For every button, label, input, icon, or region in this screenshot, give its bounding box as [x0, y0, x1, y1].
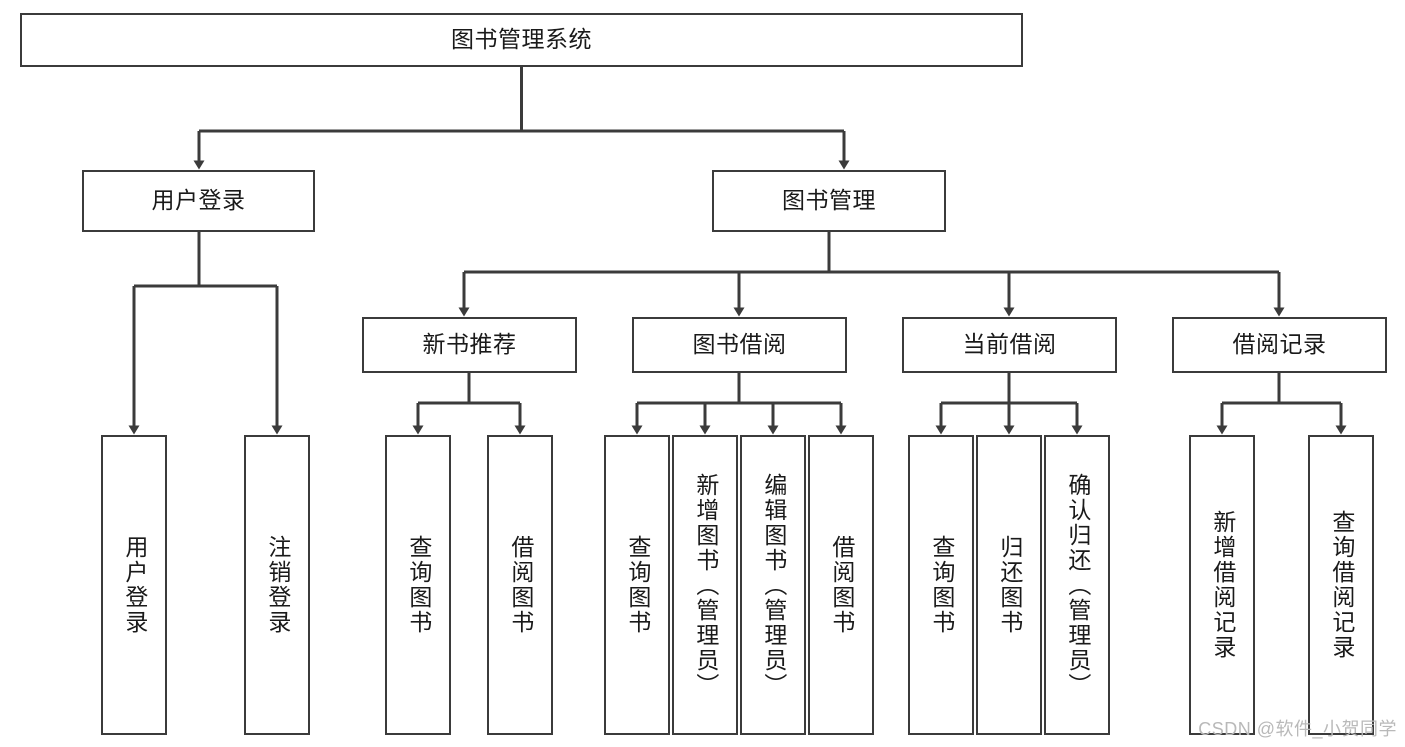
- leaf-logout[interactable]: 注销登录: [244, 435, 310, 735]
- leaf-user-login[interactable]: 用户登录: [101, 435, 167, 735]
- leaf-confirm-return-admin[interactable]: 确认归还（管理员）: [1044, 435, 1110, 735]
- node-label: 用户登录: [151, 187, 246, 214]
- node-borrowing-records[interactable]: 借阅记录: [1172, 317, 1387, 373]
- node-current-borrowing[interactable]: 当前借阅: [902, 317, 1117, 373]
- node-label: 查询图书: [928, 535, 955, 635]
- node-label: 编辑图书（管理员）: [760, 472, 787, 698]
- leaf-borrow-book[interactable]: 借阅图书: [808, 435, 874, 735]
- node-book-borrowing[interactable]: 图书借阅: [632, 317, 847, 373]
- node-label: 图书管理系统: [451, 26, 592, 53]
- node-label: 借阅记录: [1232, 331, 1327, 358]
- leaf-query-borrow-record[interactable]: 查询借阅记录: [1308, 435, 1374, 735]
- leaf-edit-book-admin[interactable]: 编辑图书（管理员）: [740, 435, 806, 735]
- node-label: 新增图书（管理员）: [692, 472, 719, 698]
- leaf-query-book-borrow[interactable]: 查询图书: [604, 435, 670, 735]
- node-label: 确认归还（管理员）: [1064, 472, 1091, 698]
- node-label: 新增借阅记录: [1209, 510, 1236, 660]
- node-label: 查询借阅记录: [1328, 510, 1355, 660]
- leaf-query-book-newbook[interactable]: 查询图书: [385, 435, 451, 735]
- node-label: 新书推荐: [422, 331, 517, 358]
- node-label: 注销登录: [264, 535, 291, 635]
- node-label: 借阅图书: [828, 535, 855, 635]
- node-label: 用户登录: [121, 535, 148, 635]
- leaf-borrow-book-newbook[interactable]: 借阅图书: [487, 435, 553, 735]
- node-label: 查询图书: [405, 535, 432, 635]
- leaf-query-book-current[interactable]: 查询图书: [908, 435, 974, 735]
- leaf-add-book-admin[interactable]: 新增图书（管理员）: [672, 435, 738, 735]
- node-label: 当前借阅: [962, 331, 1057, 358]
- node-new-book-recommendation[interactable]: 新书推荐: [362, 317, 577, 373]
- node-book-management[interactable]: 图书管理: [712, 170, 946, 232]
- node-label: 图书管理: [782, 187, 876, 214]
- node-label: 归还图书: [996, 535, 1023, 635]
- node-root-book-management-system[interactable]: 图书管理系统: [20, 13, 1023, 67]
- node-label: 图书借阅: [692, 331, 787, 358]
- node-label: 查询图书: [624, 535, 651, 635]
- node-label: 借阅图书: [507, 535, 534, 635]
- node-user-login[interactable]: 用户登录: [82, 170, 315, 232]
- leaf-add-borrow-record[interactable]: 新增借阅记录: [1189, 435, 1255, 735]
- leaf-return-book[interactable]: 归还图书: [976, 435, 1042, 735]
